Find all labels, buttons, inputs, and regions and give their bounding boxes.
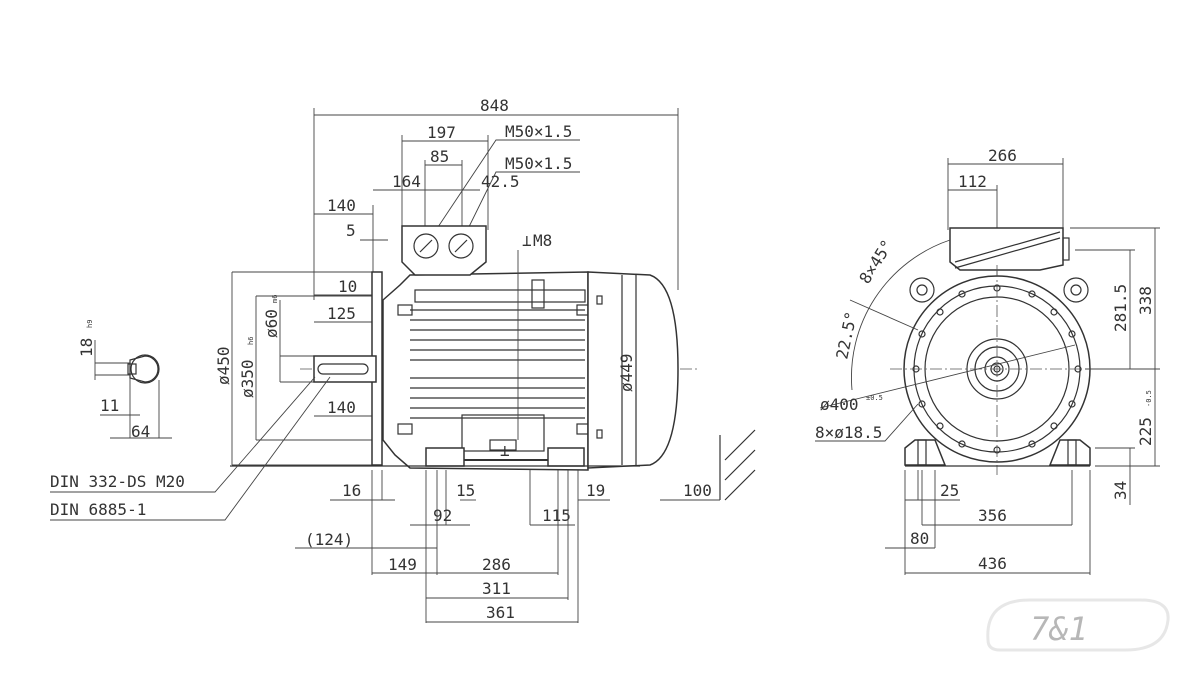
flange-diameter-label: ø450 xyxy=(214,346,233,385)
gland-pitch-label: 85 xyxy=(430,147,449,166)
logo-text: 7&1 xyxy=(1030,610,1088,648)
box-width-label: 266 xyxy=(988,146,1017,165)
shaft-diameter-label: ø60 xyxy=(262,309,281,338)
shaft-height-tol-label: -0.5 xyxy=(1145,390,1153,407)
shaft-length-label: 140 xyxy=(327,398,356,417)
end-view: 266 112 xyxy=(815,146,1160,575)
box-offset-label: 112 xyxy=(958,172,987,191)
housing-diameter-label: ø449 xyxy=(617,353,636,392)
bracket-label: (124) xyxy=(305,530,353,549)
foot-b-label: 19 xyxy=(586,481,605,500)
shaft-tol-label: m6 xyxy=(271,295,279,303)
gland-offset-b-label: 42.5 xyxy=(481,172,520,191)
pcd-label: ø400 xyxy=(820,395,859,414)
key-height-label: 18 xyxy=(77,338,96,357)
foot-centres-label: 286 xyxy=(482,555,511,574)
foot-a-label: 15 xyxy=(456,481,475,500)
foot-hole-centres-label: 356 xyxy=(978,506,1007,525)
cooling-fins xyxy=(410,309,585,419)
spigot-diameter-label: ø350 xyxy=(238,359,257,398)
foot-edge-label: 80 xyxy=(910,529,929,548)
shaft-height-label: 225 xyxy=(1136,417,1155,446)
gland-offset-a-label: 164 xyxy=(392,172,421,191)
foot-hole-label: 25 xyxy=(940,481,959,500)
flange-thickness-label: 16 xyxy=(342,481,361,500)
foot-width-label: 436 xyxy=(978,554,1007,573)
foot-height-label: 34 xyxy=(1111,481,1130,500)
pcd-tol-label: ±0.5 xyxy=(866,394,883,402)
foot-hole-b-label: 115 xyxy=(542,506,571,525)
hole-angle-label: 22.5° xyxy=(832,310,861,361)
side-view: 848 197 85 164 42.5 M50×1.5 M50×1.5 140 … xyxy=(50,96,756,623)
hole-spacing-label: 8×45° xyxy=(855,236,897,287)
key-height-tol: h9 xyxy=(86,320,94,328)
flange-spigot-label: 10 xyxy=(338,277,357,296)
brand-logo: 7&1 xyxy=(986,598,1170,652)
terminal-box-width-label: 197 xyxy=(427,123,456,142)
shaft-key-length-label: 125 xyxy=(327,304,356,323)
earth-symbol-top: ⊥ xyxy=(522,231,532,250)
din-332-callout: DIN 332-DS M20 xyxy=(50,472,185,491)
overall-height-label: 338 xyxy=(1136,286,1155,315)
gland-2-label: M50×1.5 xyxy=(505,154,572,173)
foot-outer-label: 311 xyxy=(482,579,511,598)
rear-clearance-label: 100 xyxy=(683,481,712,500)
foot-hole-a-label: 92 xyxy=(433,506,452,525)
overall-length-label: 848 xyxy=(480,96,509,115)
gland-1-label: M50×1.5 xyxy=(505,122,572,141)
earth-symbol: ⊥ xyxy=(500,441,510,460)
foot-overall-label: 361 xyxy=(486,603,515,622)
spigot-tol-label: h6 xyxy=(247,337,255,345)
key-width-label: 11 xyxy=(100,396,119,415)
holes-label: 8×ø18.5 xyxy=(815,423,882,442)
box-from-flange-label: 140 xyxy=(327,196,356,215)
earth-thread-label: M8 xyxy=(533,231,552,250)
din-6885-callout: DIN 6885-1 xyxy=(50,500,146,519)
shaft-to-foot-label: 149 xyxy=(388,555,417,574)
flange-step-label: 5 xyxy=(346,221,356,240)
shaft-depth-label: 64 xyxy=(131,422,150,441)
box-height-label: 281.5 xyxy=(1111,284,1130,332)
shaft-key-detail: 18 h9 11 64 xyxy=(77,320,172,441)
